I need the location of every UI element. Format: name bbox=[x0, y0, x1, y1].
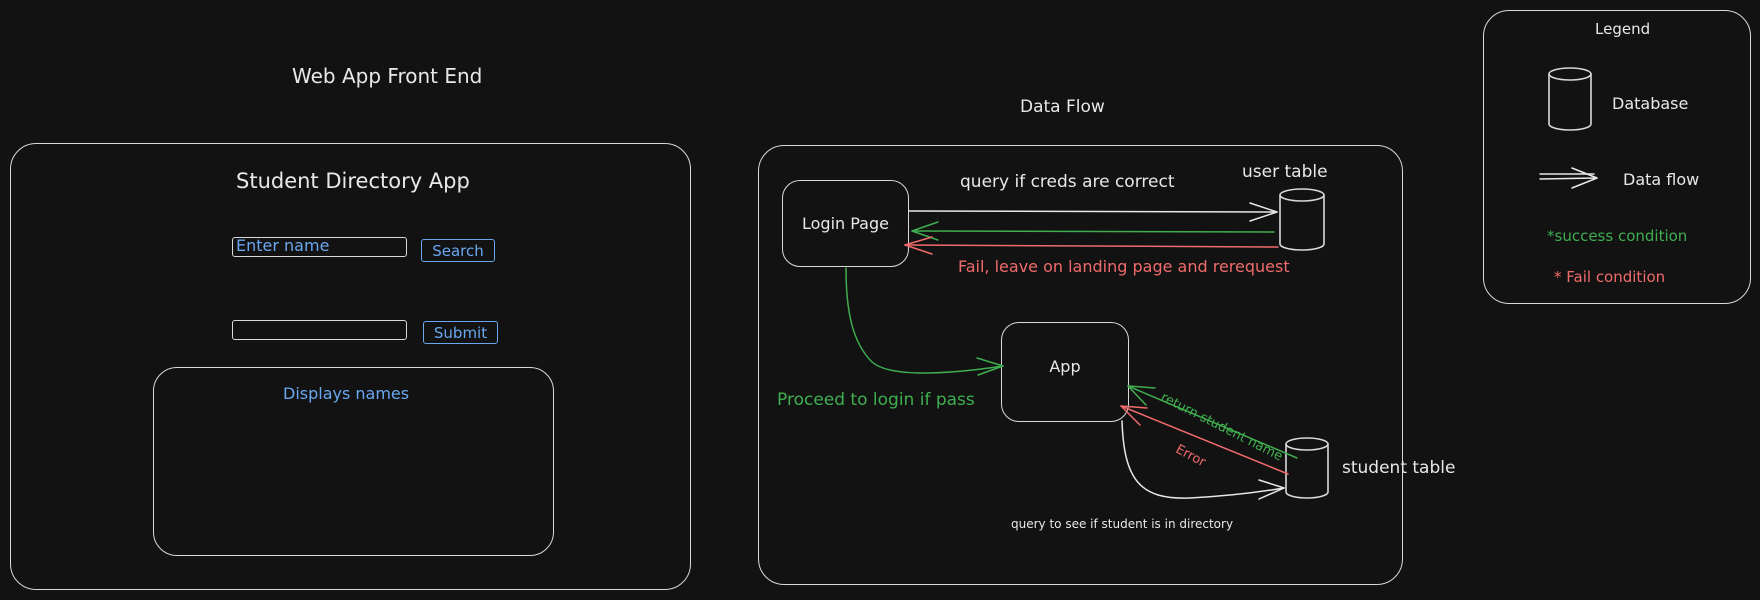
dataflow-frame bbox=[758, 145, 1403, 585]
second-input[interactable] bbox=[232, 320, 407, 340]
query-creds-label: query if creds are correct bbox=[960, 172, 1175, 192]
app-title: Student Directory App bbox=[236, 169, 470, 193]
proceed-message: Proceed to login if pass bbox=[777, 390, 975, 410]
user-table-label: user table bbox=[1242, 162, 1328, 182]
login-page-node bbox=[782, 180, 909, 267]
dataflow-section-title: Data Flow bbox=[1020, 97, 1105, 117]
user-table-database-icon bbox=[1279, 188, 1325, 251]
frontend-section-title: Web App Front End bbox=[292, 64, 483, 88]
legend-panel bbox=[1483, 10, 1751, 304]
display-label: Displays names bbox=[283, 384, 410, 403]
login-page-label: Login Page bbox=[802, 214, 889, 233]
name-input-placeholder: Enter name bbox=[236, 236, 330, 255]
legend-database-label: Database bbox=[1612, 94, 1689, 113]
frontend-frame bbox=[10, 143, 691, 590]
return-student-arrow bbox=[1127, 385, 1298, 459]
query-student-arrow bbox=[1121, 420, 1285, 500]
success-return-arrow bbox=[911, 221, 1275, 241]
legend-dataflow-label: Data flow bbox=[1623, 170, 1700, 189]
fail-return-arrow bbox=[904, 236, 1279, 255]
error-arrow bbox=[1120, 405, 1289, 475]
app-node-label: App bbox=[1049, 357, 1081, 376]
legend-success-label: *success condition bbox=[1547, 227, 1688, 245]
name-input[interactable]: Enter name bbox=[232, 236, 407, 257]
proceed-to-app-arrow bbox=[845, 267, 1004, 376]
search-button[interactable]: Search bbox=[421, 239, 495, 262]
query-creds-arrow bbox=[908, 202, 1278, 222]
names-display-panel bbox=[153, 367, 554, 556]
submit-button[interactable]: Submit bbox=[423, 321, 498, 344]
legend-database-icon bbox=[1548, 67, 1592, 131]
legend-title: Legend bbox=[1595, 20, 1651, 38]
student-table-database-icon bbox=[1285, 437, 1329, 499]
student-table-label: student table bbox=[1342, 458, 1456, 478]
fail-message: Fail, leave on landing page and rereques… bbox=[958, 257, 1290, 276]
query-student-label: query to see if student is in directory bbox=[1011, 517, 1234, 531]
app-node bbox=[1001, 322, 1129, 422]
legend-arrow-icon bbox=[1539, 167, 1598, 189]
legend-fail-label: * Fail condition bbox=[1554, 268, 1666, 286]
